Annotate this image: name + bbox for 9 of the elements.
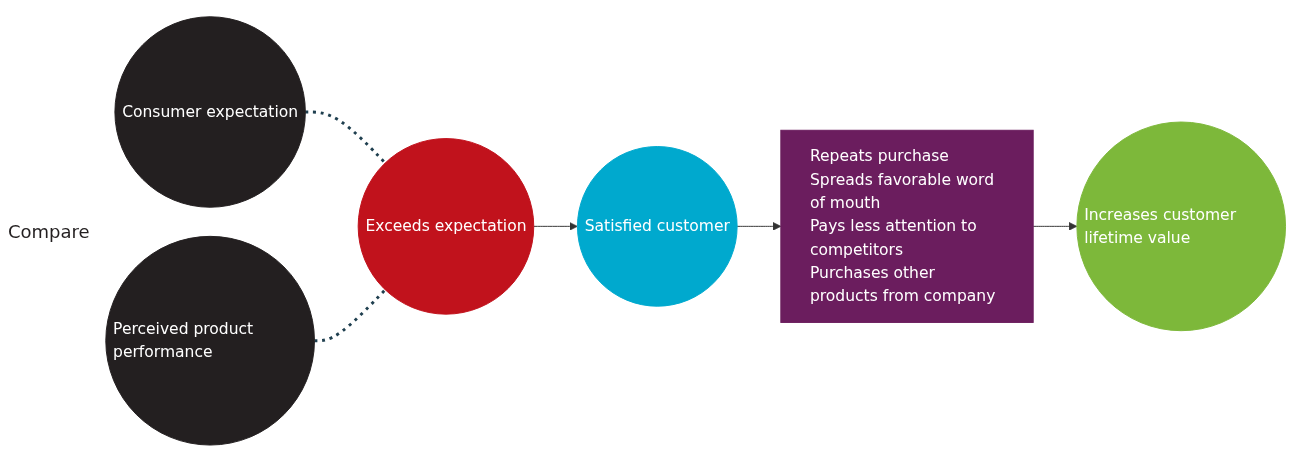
- node-circle: Increases customer lifetime value: [1076, 121, 1286, 332]
- connector: [314, 288, 386, 343]
- node-circle: Perceived product performance: [104, 235, 315, 446]
- node-box: Repeats purchase Spreads favorable word of mouth Pays less attention to competitors Purchases other products from company: [780, 129, 1034, 324]
- connector: [305, 110, 386, 165]
- compare-label: Compare: [8, 220, 90, 242]
- node-circle: Exceeds expectation: [357, 138, 534, 315]
- node-circle: Satisfied customer: [576, 146, 738, 307]
- node-circle: Consumer expectation: [114, 16, 306, 208]
